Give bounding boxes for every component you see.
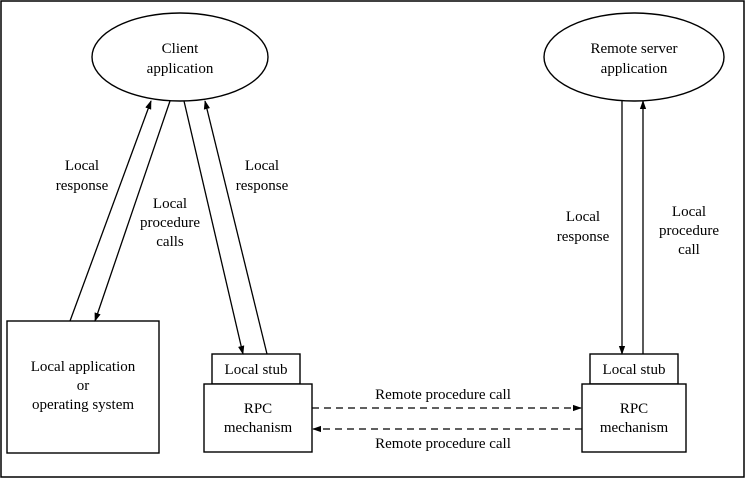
- server-rpc-label-line-2: mechanism: [600, 420, 669, 436]
- local-procedure-calls-line-2: procedure: [140, 215, 200, 231]
- client-local-stub-node: Local stub: [211, 353, 301, 385]
- local-response-left-line-2: response: [56, 178, 109, 194]
- remote-server-application-node: Remote server application: [543, 12, 725, 102]
- client-rpc-label-line-1: RPC: [244, 401, 272, 417]
- local-application-node: Local application or operating system: [6, 320, 160, 454]
- local-app-label-line-1: Local application: [31, 359, 136, 375]
- stub-to-client-response-arrow: [203, 100, 268, 355]
- remote-server-label-line-2: application: [601, 61, 668, 77]
- client-rpc-mechanism-node: RPC mechanism: [203, 383, 313, 453]
- client-application-node: Client application: [91, 12, 269, 102]
- local-response-stub-line-2: response: [236, 178, 289, 194]
- local-procedure-calls-line-1: Local: [153, 196, 187, 212]
- server-local-response-line-2: response: [557, 229, 610, 245]
- remote-call-top-label: Remote procedure call: [375, 387, 511, 403]
- local-procedure-calls-label: Local procedure calls: [140, 196, 200, 250]
- server-stub-label: Local stub: [603, 362, 666, 378]
- remote-call-bottom-label: Remote procedure call: [375, 436, 511, 452]
- client-stub-label: Local stub: [225, 362, 288, 378]
- local-response-stub-label: Local response: [236, 158, 289, 194]
- server-local-procedure-call-label: Local procedure call: [659, 204, 719, 258]
- server-rpc-mechanism-node: RPC mechanism: [581, 383, 687, 453]
- local-procedure-calls-arrow: [94, 100, 171, 322]
- server-local-response-label: Local response: [557, 209, 610, 245]
- client-label-line-1: Client: [162, 41, 199, 57]
- server-local-procedure-call-line-1: Local: [672, 204, 706, 220]
- server-local-stub-node: Local stub: [589, 353, 679, 385]
- local-response-left-line-1: Local: [65, 158, 99, 174]
- remote-server-label-line-1: Remote server: [590, 41, 677, 57]
- local-app-label-line-3: operating system: [32, 397, 134, 413]
- local-app-label-line-2: or: [77, 378, 90, 394]
- local-procedure-calls-line-3: calls: [156, 234, 184, 250]
- local-response-stub-line-1: Local: [245, 158, 279, 174]
- server-rpc-label-line-1: RPC: [620, 401, 648, 417]
- local-response-arrow: [69, 100, 152, 322]
- local-response-left-label: Local response: [56, 158, 109, 194]
- client-label-line-2: application: [147, 61, 214, 77]
- server-local-response-line-1: Local: [566, 209, 600, 225]
- client-rpc-label-line-2: mechanism: [224, 420, 293, 436]
- server-local-procedure-call-line-2: procedure: [659, 223, 719, 239]
- server-local-procedure-call-line-3: call: [678, 242, 700, 258]
- client-to-stub-call-arrow: [183, 100, 245, 355]
